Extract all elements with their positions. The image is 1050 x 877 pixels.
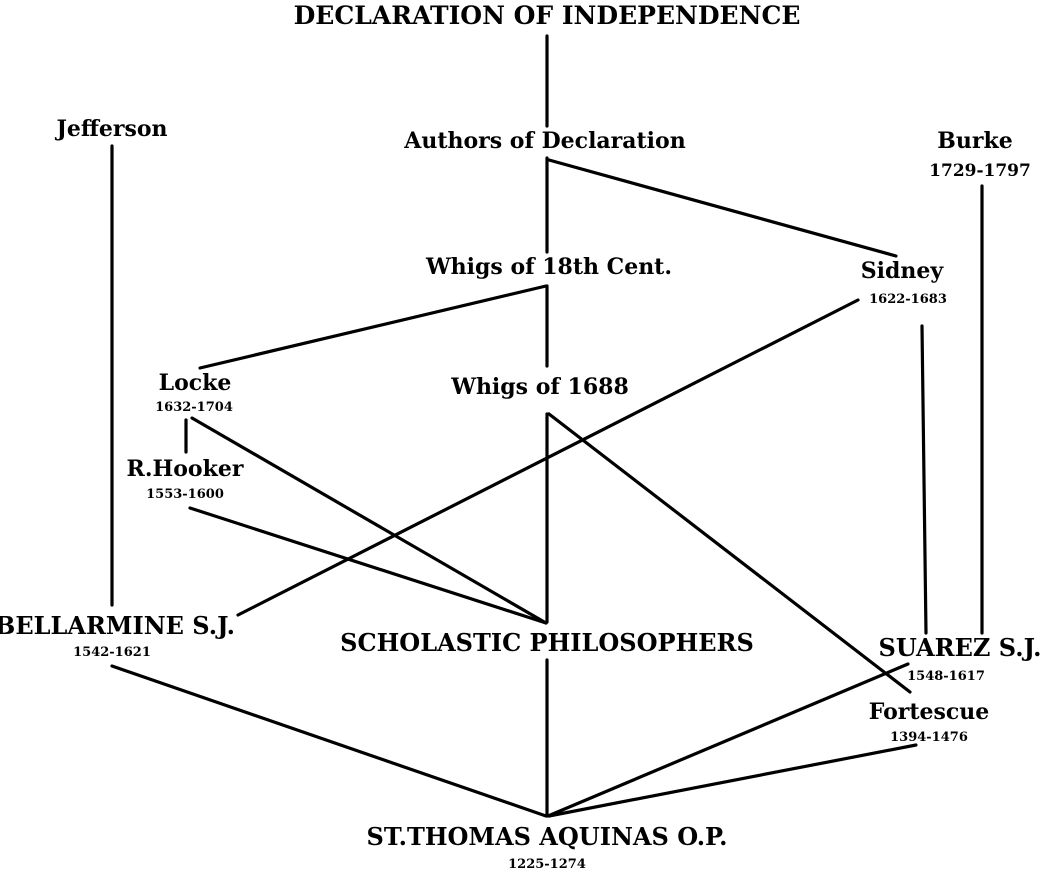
edge-sidney-bellarmine (236, 298, 860, 617)
suarez-label: SUAREZ S.J. (879, 633, 1042, 662)
edge-whigs1688-fortescue (547, 412, 912, 694)
suarez-dates: 1548-1617 (907, 669, 985, 684)
locke-label: Locke (159, 370, 232, 396)
hooker-dates: 1553-1600 (146, 487, 224, 502)
edge-authors-sidney (547, 158, 898, 258)
edge-bellarmine-aquinas (110, 664, 548, 818)
fortescue-label: Fortescue (869, 699, 990, 725)
sidney-dates: 1622-1683 (869, 292, 947, 307)
edge-hooker-scholastic (188, 506, 548, 625)
sidney-label: Sidney (861, 258, 945, 284)
locke-dates: 1632-1704 (155, 400, 233, 415)
scholastic-label: SCHOLASTIC PHILOSOPHERS (340, 628, 754, 657)
edge-whigs18-locke (198, 284, 548, 370)
fortescue-dates: 1394-1476 (890, 730, 968, 745)
whigs18-label: Whigs of 18th Cent. (425, 254, 672, 280)
edge-locke-scholastic (190, 416, 548, 625)
bellarmine-label: BELLARMINE S.J. (0, 611, 235, 640)
aquinas-label: ST.THOMAS AQUINAS O.P. (367, 822, 728, 851)
edge-suarez-aquinas (546, 662, 910, 818)
hooker-label: R.Hooker (127, 456, 244, 482)
declaration-label: DECLARATION OF INDEPENDENCE (294, 1, 801, 30)
authors-label: Authors of Declaration (403, 128, 685, 154)
burke-dates: 1729-1797 (929, 161, 1031, 181)
connectors (110, 34, 984, 818)
whigs1688-label: Whigs of 1688 (450, 374, 629, 400)
edge-sidney-suarez (920, 324, 928, 635)
jefferson-label: Jefferson (54, 116, 167, 142)
burke-label: Burke (937, 128, 1012, 154)
aquinas-dates: 1225-1274 (508, 857, 586, 872)
edge-fortescue-aquinas (547, 743, 918, 818)
bellarmine-dates: 1542-1621 (73, 645, 151, 660)
